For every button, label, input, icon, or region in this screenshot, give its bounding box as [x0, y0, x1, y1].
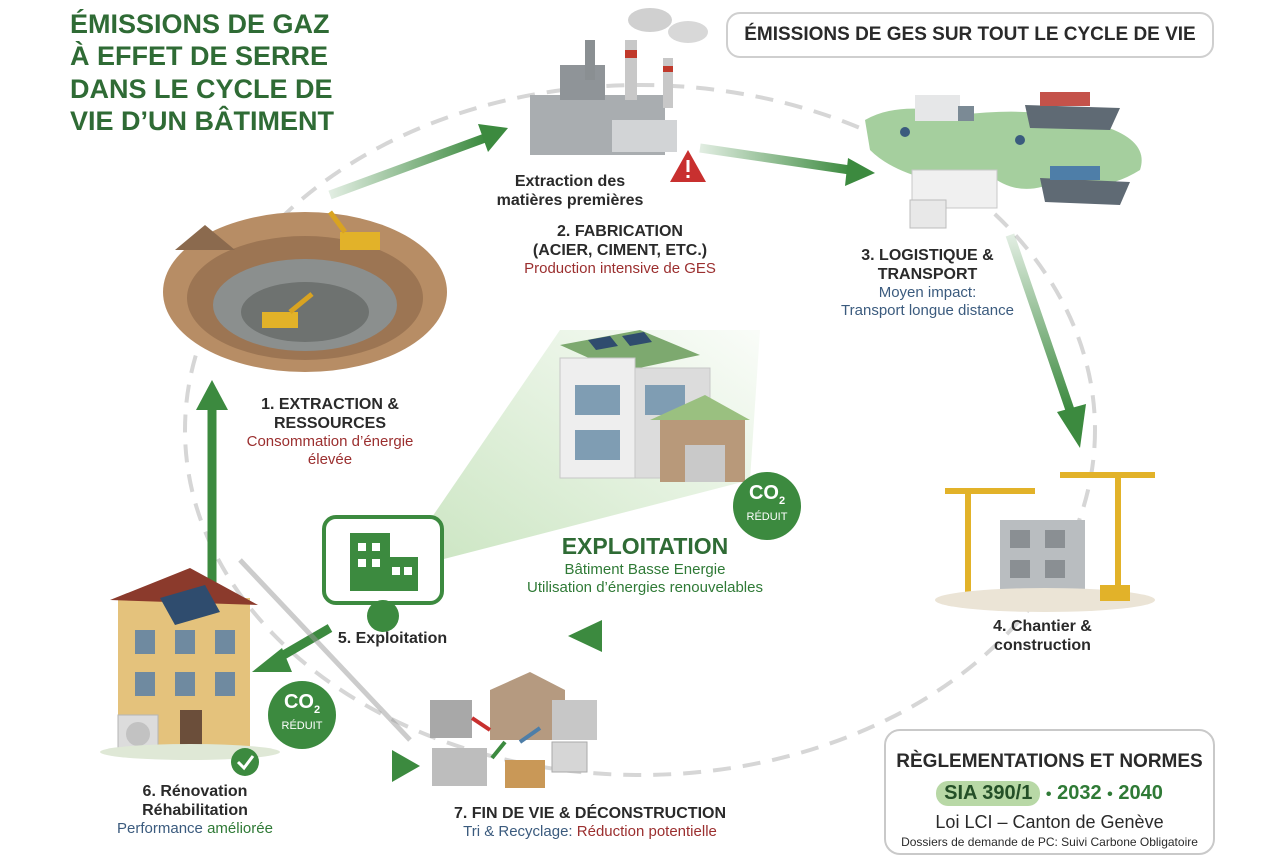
dossiers-note: Dossiers de demande de PC: Suivi Carbone…	[901, 835, 1198, 849]
page-title: ÉMISSIONS DE GAZ À EFFET DE SERRE DANS L…	[70, 8, 370, 138]
logistique-label: 3. LOGISTIQUE & TRANSPORT Moyen impact: …	[841, 247, 1014, 320]
arrow-chantier-to-exploitation	[568, 620, 945, 652]
fabrication-note: Production intensive de GES	[524, 260, 716, 278]
factory-illustration	[530, 8, 708, 155]
extraction-raw-materials-label: Extraction des matières premières	[496, 173, 644, 210]
chantier-label: 4. Chantier & construction	[993, 618, 1092, 655]
arrow-fabrication-to-logistique	[699, 143, 875, 186]
warning-icon	[670, 150, 706, 182]
extraction-label: 1. EXTRACTION & RESSOURCES Consommation …	[246, 396, 414, 469]
arrow-logistique-to-chantier	[1005, 233, 1086, 448]
lifecycle-box-title: ÉMISSIONS DE GES SUR TOUT LE CYCLE DE VI…	[726, 12, 1214, 58]
loi-lci: Loi LCI – Canton de Genève	[935, 812, 1164, 832]
exploitation-title: EXPLOITATION	[561, 533, 729, 559]
co2-reduced-badge: CO2 RÉDUIT	[733, 472, 801, 540]
check-icon	[231, 748, 259, 776]
exploitation-icon-dot	[367, 600, 399, 632]
mine-pit-illustration	[163, 210, 447, 372]
regulations-title: RÈGLEMENTATIONS ET NORMES	[896, 751, 1203, 772]
co2-reduced-badge-renovation: CO2 RÉDUIT	[268, 681, 336, 749]
lifecycle-ring	[183, 83, 1097, 777]
exploitation-step-label: 5. Exploitation	[337, 630, 448, 647]
low-energy-building-illustration	[559, 330, 750, 482]
fin-de-vie-label: 7. FIN DE VIE & DÉCONSTRUCTION Tri & Rec…	[453, 805, 727, 841]
arrow-exploitation-to-renovation	[252, 624, 333, 672]
world-transport-illustration	[865, 92, 1142, 229]
renovation-label: 6. Rénovation Réhabilitation Performance…	[117, 783, 273, 838]
title-line: VIE D’UN BÂTIMENT	[70, 106, 335, 137]
arrow-renovation-to-findevie	[265, 750, 420, 782]
regulations-standards: SIA 390/1 • 2032 • 2040	[886, 781, 1213, 806]
exploitation-center-label: EXPLOITATION Bâtiment Basse Energie Util…	[490, 533, 800, 597]
sia-badge: SIA 390/1	[936, 781, 1041, 806]
arrow-extraction-to-fabrication	[328, 124, 508, 200]
construction-site-illustration	[935, 472, 1155, 612]
renovated-house-illustration	[100, 568, 280, 760]
title-line: ÉMISSIONS DE GAZ	[70, 9, 330, 39]
title-line: À EFFET DE SERRE	[70, 41, 329, 72]
deconstruction-illustration	[430, 672, 597, 788]
year-2040: 2040	[1118, 782, 1163, 804]
regulations-box: RÈGLEMENTATIONS ET NORMES SIA 390/1 • 20…	[884, 729, 1215, 855]
exploitation-building-icon	[322, 515, 444, 605]
title-line: DANS LE CYCLE DE	[70, 73, 333, 104]
year-2032: 2032	[1057, 782, 1102, 804]
fabrication-label: 2. FABRICATION (ACIER, CIMENT, ETC.) Pro…	[490, 222, 750, 278]
